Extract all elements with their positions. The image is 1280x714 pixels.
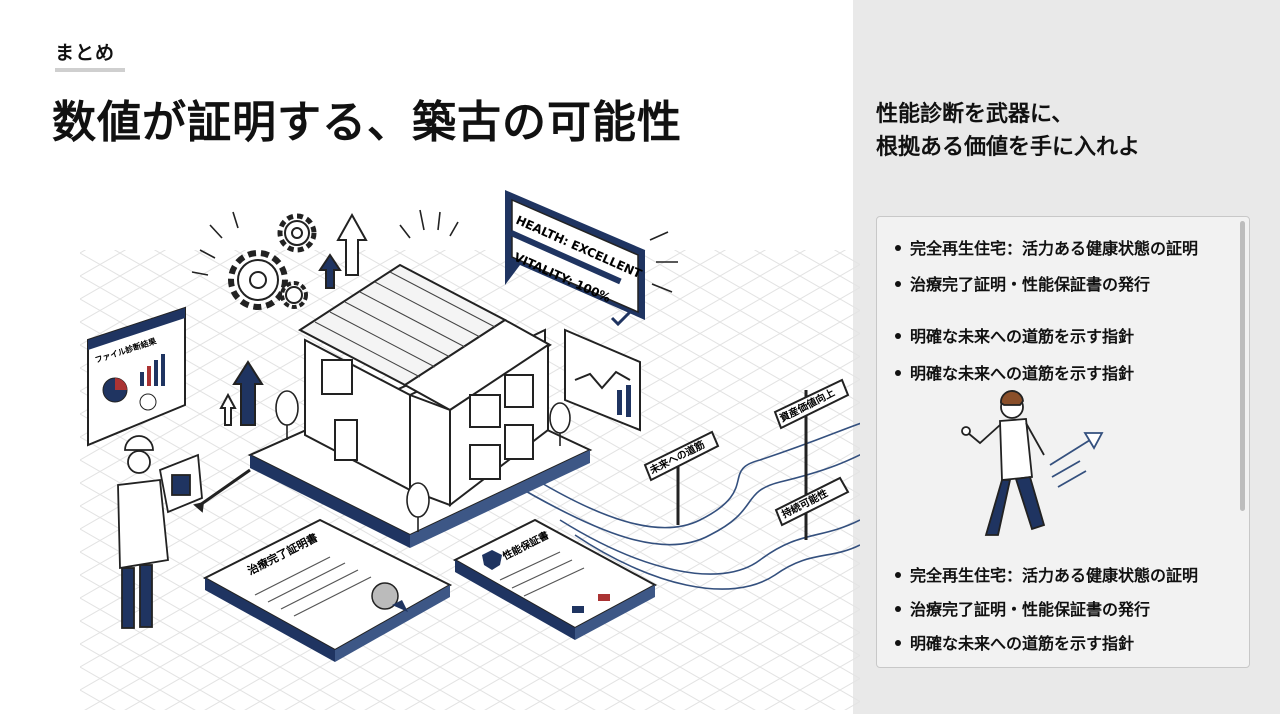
person-leg	[1014, 475, 1046, 531]
bullet-icon	[895, 332, 901, 339]
roof-lines	[314, 271, 496, 378]
key-point: 完全再生住宅：活力ある健康状態の証明	[895, 235, 1198, 259]
house	[298, 263, 552, 508]
key-point: 明確な未来への道筋を示す指針	[895, 630, 1134, 654]
bullet-icon	[895, 571, 901, 578]
key-point: 明確な未来への道筋を示す指針	[895, 360, 1134, 384]
subtitle-line-1: 性能診断を武器に、	[876, 102, 1074, 127]
report-screen: ファイル診断結果	[87, 306, 186, 447]
forward-arrow-icon	[1049, 432, 1104, 488]
walking-person-illustration	[961, 390, 1104, 536]
subtitle: 性能診断を武器に、 根拠ある価値を手に入れよ	[876, 98, 1140, 164]
key-point: 治療完了証明・性能保証書の発行	[895, 271, 1150, 295]
subtitle-line-2: 根拠ある価値を手に入れよ	[876, 135, 1141, 160]
key-point: 完全再生住宅：活力ある健康状態の証明	[895, 562, 1198, 586]
scrollbar-thumb[interactable]	[1240, 221, 1245, 511]
bullet-icon	[895, 639, 901, 646]
tree-icon	[275, 390, 571, 532]
key-points-panel[interactable]: 完全再生住宅：活力ある健康状態の証明 治療完了証明・性能保証書の発行 明確な未来…	[876, 216, 1250, 668]
warranty-document: 性能保証書	[452, 518, 658, 640]
road-path	[509, 422, 860, 590]
bullet-icon	[895, 605, 901, 612]
key-point: 治療完了証明・性能保証書の発行	[895, 596, 1150, 620]
bullet-icon	[895, 280, 901, 287]
section-label: まとめ	[55, 42, 116, 64]
key-icon	[961, 426, 971, 436]
person-shirt	[999, 418, 1033, 481]
inspector-figure	[117, 435, 251, 629]
bullet-icon	[895, 369, 901, 376]
shield-icon	[482, 550, 502, 570]
completion-certificate: 治療完了証明書	[202, 518, 453, 662]
check-icon	[610, 310, 632, 327]
gear-icon	[228, 213, 317, 310]
seal-icon	[371, 582, 399, 610]
person-leg	[984, 479, 1012, 536]
section-underline	[55, 68, 125, 72]
up-arrow-icon	[219, 212, 368, 426]
health-bar	[509, 230, 622, 285]
page-title: 数値が証明する、築古の可能性	[52, 97, 682, 148]
sparkle-lines	[191, 209, 678, 293]
house-diagnosis-illustration: HEALTH: EXCELLENT VITALITY: 100% ファイル診断結…	[80, 190, 860, 710]
bullet-icon	[895, 244, 901, 251]
key-point: 明確な未来への道筋を示す指針	[895, 323, 1134, 347]
growth-chart-screen	[564, 328, 641, 432]
